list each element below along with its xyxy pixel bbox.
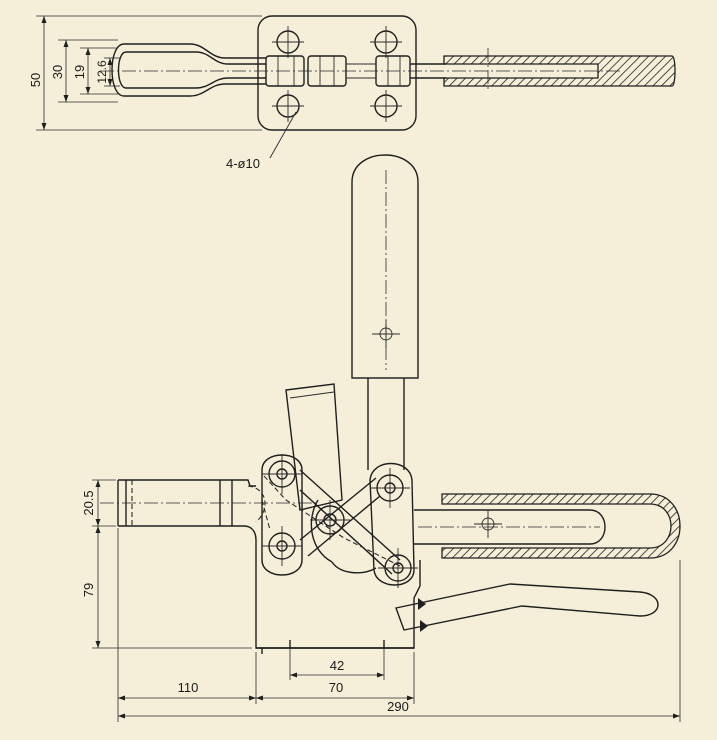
side-spindle-block [118,479,256,487]
side-view: 20.5 79 110 70 42 290 [81,154,681,722]
side-handle-grip [351,154,419,379]
side-base-body [255,540,421,649]
dim-label-290: 290 [387,699,409,714]
side-horizontal-grip [441,493,681,559]
dim-label-19: 19 [72,65,87,79]
dim-label-30: 30 [50,65,65,79]
dim-label-79: 79 [81,583,96,597]
dim-label-12-6: 12.6 [95,60,109,84]
top-base-plate [257,15,417,131]
top-view: 4-ø10 50 30 19 12.6 [28,15,676,171]
dim-label-110: 110 [178,680,199,695]
top-handle-grip [443,55,676,87]
callout-holes-label: 4-ø10 [226,156,260,171]
dim-label-70: 70 [329,680,343,695]
side-link-plate [261,454,303,576]
side-lever-arm [285,383,343,511]
dim-label-50: 50 [28,73,43,87]
dim-label-42: 42 [330,658,344,673]
side-lower-lever [395,583,659,631]
dim-label-20-5: 20.5 [81,490,96,515]
